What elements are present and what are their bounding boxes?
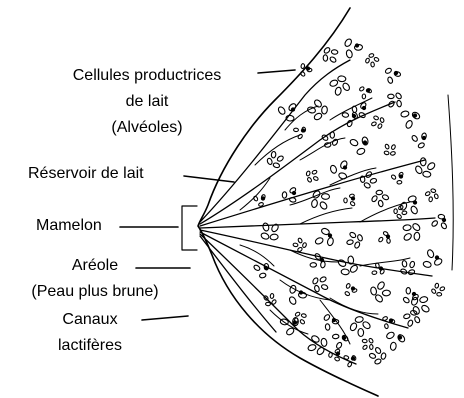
- alveolus-cluster: [306, 170, 319, 183]
- alveolus-cluster: [332, 334, 349, 349]
- alveolus-cluster: [362, 338, 374, 350]
- label-canaux-line1: Canaux: [40, 310, 140, 330]
- duct-branch-2: [285, 106, 318, 130]
- alveolus-cluster: [371, 190, 389, 207]
- alveolus-cluster: [312, 276, 329, 292]
- alveolus-cluster: [329, 76, 351, 96]
- alveolus-cluster: [371, 115, 384, 129]
- alveolus-cluster: [349, 137, 369, 156]
- alveolus-cluster: [321, 132, 338, 148]
- alveolus-cluster: [253, 263, 269, 278]
- alveolus-cluster: [423, 249, 443, 268]
- alveolus-cluster: [344, 283, 357, 296]
- alveolus-cluster: [314, 227, 334, 246]
- alveolus-cluster: [385, 67, 402, 84]
- alveolus-cluster: [391, 172, 404, 185]
- milk-duct-4: [200, 218, 435, 228]
- label-mamelon: Mamelon: [36, 216, 102, 236]
- label-reservoir: Réservoir de lait: [28, 164, 144, 184]
- label-alveoles-line2: de lait: [28, 92, 266, 112]
- milk-duct-3: [200, 160, 425, 226]
- canaux-pointer: [142, 316, 188, 320]
- alveolus-cluster: [266, 151, 284, 168]
- alveolus-cluster: [384, 144, 396, 156]
- alveolus-cluster: [349, 316, 371, 337]
- alveolus-cluster: [293, 238, 307, 253]
- alveolus-cluster: [403, 310, 421, 327]
- alveolus-cluster: [410, 296, 430, 315]
- nipple-bracket: [182, 206, 197, 250]
- alveolus-cluster: [359, 86, 372, 99]
- milk-duct-5: [200, 230, 432, 276]
- label-canaux-line2: lactifères: [40, 336, 140, 356]
- alveolus-cluster: [330, 160, 349, 180]
- alveolus-cluster: [431, 283, 445, 296]
- label-areole-line2: (Peau plus brune): [0, 282, 190, 302]
- label-areole-line1: Aréole: [0, 256, 190, 276]
- alveolus-cluster: [344, 194, 356, 207]
- alveolus-cluster: [300, 63, 312, 76]
- alveolus-cluster: [344, 38, 363, 59]
- alveolus-cluster: [402, 288, 419, 304]
- alveolus-cluster: [370, 281, 391, 304]
- alveolus-cluster: [365, 53, 379, 67]
- alveolus-cluster: [386, 331, 406, 351]
- alveolus-cluster: [337, 256, 358, 275]
- alveolus-cluster: [263, 293, 277, 305]
- milk-duct-8: [200, 236, 276, 332]
- alveolus-cluster: [253, 194, 266, 207]
- chest-wall-line: [448, 95, 453, 270]
- alveolus-cluster: [388, 92, 403, 108]
- alveolus-cluster: [323, 47, 338, 64]
- alveolus-cluster: [346, 231, 363, 249]
- alveolus-cluster: [328, 349, 340, 362]
- alveolus-cluster: [307, 99, 328, 121]
- alveolus-cluster: [293, 127, 305, 139]
- duct-branch-3: [300, 138, 345, 160]
- alveolus-cluster: [425, 188, 439, 202]
- label-alveoles-line1: Cellules productrices: [28, 66, 266, 86]
- alveolus-cluster: [431, 214, 448, 230]
- alveolus-cluster: [378, 231, 391, 244]
- label-alveoles-line3: (Alvéoles): [28, 118, 266, 138]
- alveolus-cluster: [400, 110, 421, 129]
- alveolus-cluster: [414, 158, 436, 178]
- alveolus-cluster: [411, 133, 427, 149]
- alveolus-cluster: [288, 285, 307, 306]
- alveolus-cluster: [403, 222, 421, 241]
- duct-branch-12: [330, 298, 378, 314]
- reservoir-pointer: [184, 176, 234, 182]
- alveolus-cluster: [311, 190, 330, 211]
- milk-duct-7: [200, 234, 356, 364]
- duct-branch-11: [280, 280, 330, 300]
